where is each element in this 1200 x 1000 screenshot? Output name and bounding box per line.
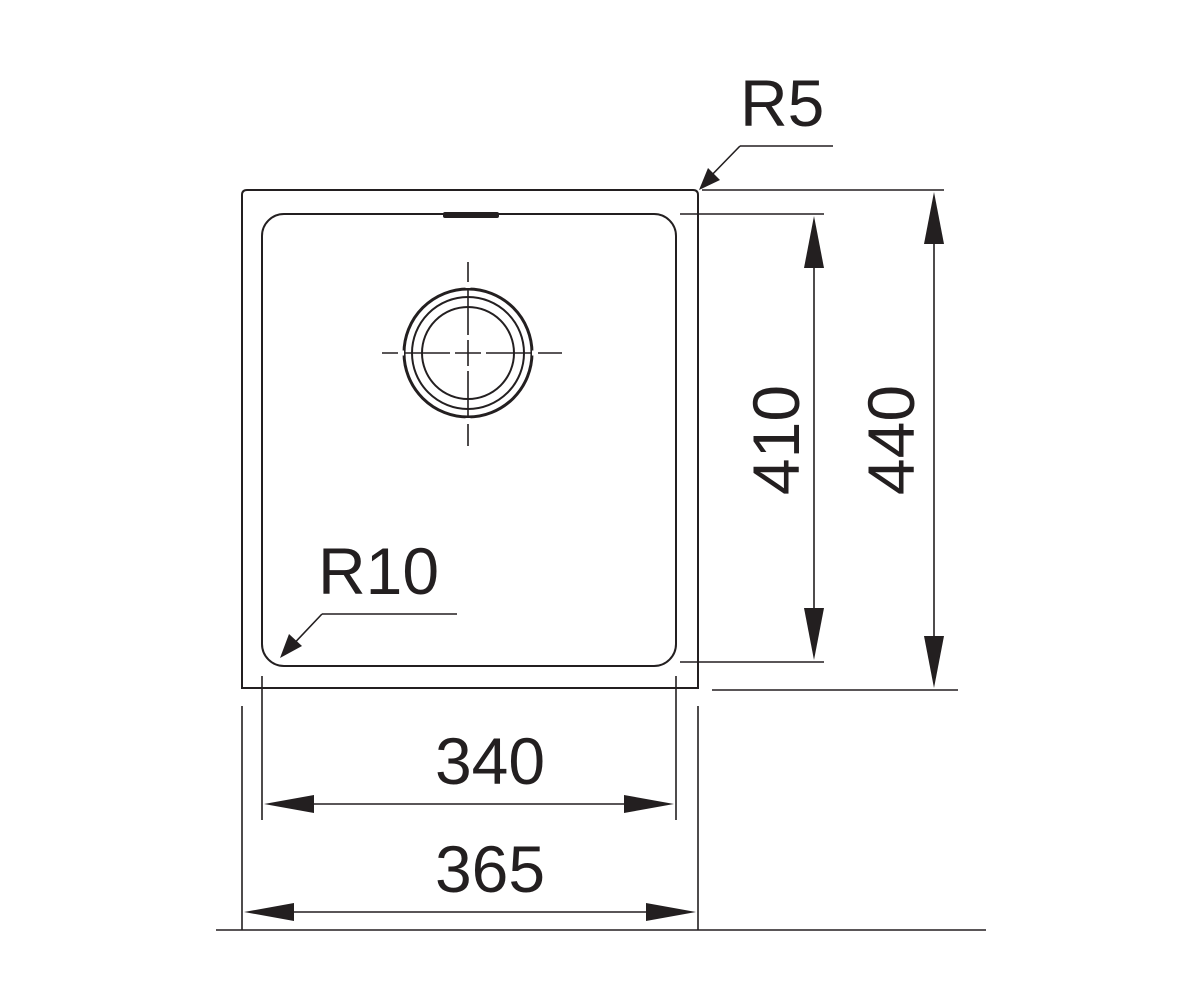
outer-radius-label: R5 (740, 66, 824, 140)
inner-height-label: 410 (739, 385, 813, 495)
inner-radius-label: R10 (318, 534, 439, 608)
outer-sink-outline (241, 189, 699, 689)
inner-width-label: 340 (435, 724, 545, 798)
overflow-slot (443, 212, 499, 218)
inner-height-dimension (680, 213, 824, 663)
inner-width-dimension (261, 676, 677, 820)
inner-radius-leader (280, 613, 457, 658)
outer-height-label: 440 (854, 385, 928, 495)
drain-outlet (382, 262, 562, 446)
outer-height-dimension (702, 189, 958, 691)
outer-width-label: 365 (435, 832, 545, 906)
outer-width-dimension (241, 706, 699, 930)
outer-radius-leader (699, 145, 833, 190)
